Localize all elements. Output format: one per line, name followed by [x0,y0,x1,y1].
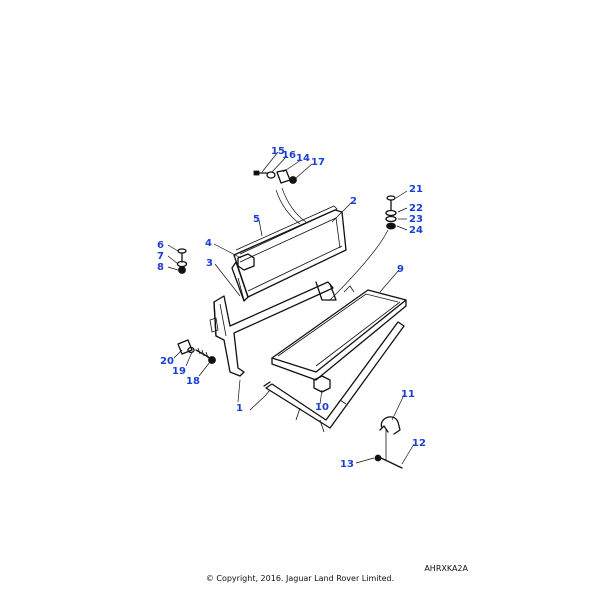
callout-1: 1 [236,403,243,414]
callout-8: 8 [157,262,164,273]
clamp [379,416,401,435]
callout-23: 23 [409,214,423,225]
callout-7: 7 [157,251,164,262]
callout-4: 4 [205,238,212,249]
callout-9: 9 [397,264,404,275]
callout-20: 20 [160,356,174,367]
callout-15: 15 [271,146,285,157]
seat-backrest [231,205,347,302]
callout-19: 19 [172,366,186,377]
callout-18: 18 [186,376,200,387]
callout-13: 13 [340,459,354,470]
leader-lines [167,151,415,465]
backrest-hinge-block [237,253,255,271]
callout-5: 5 [253,214,260,225]
callout-21: 21 [409,184,423,195]
callout-11: 11 [401,389,415,400]
bolt-set-left [176,248,188,274]
callout-6: 6 [157,240,164,251]
bolt-set-lower [177,339,216,364]
seat-cushion [271,285,407,381]
callout-labels: 1 2 3 4 5 6 7 8 9 10 11 12 13 14 15 16 1… [157,146,426,470]
bolt-set-right [385,195,397,230]
callout-14: 14 [296,153,310,164]
callout-17: 17 [311,157,325,168]
seat-frame [209,281,337,377]
callout-22: 22 [409,203,423,214]
callout-12: 12 [412,438,426,449]
callout-10: 10 [315,402,329,413]
cushion-support-block [313,375,331,393]
callout-24: 24 [409,225,423,236]
clamp-pin [374,430,403,469]
callout-2: 2 [350,196,357,207]
bolt-set-top [253,169,297,184]
seat-base-frame [263,321,405,433]
diagram-reference-code: AHRXKA2A [424,564,468,573]
callout-16: 16 [282,150,296,161]
callout-3: 3 [206,258,213,269]
copyright-notice: © Copyright, 2016. Jaguar Land Rover Lim… [205,574,395,583]
